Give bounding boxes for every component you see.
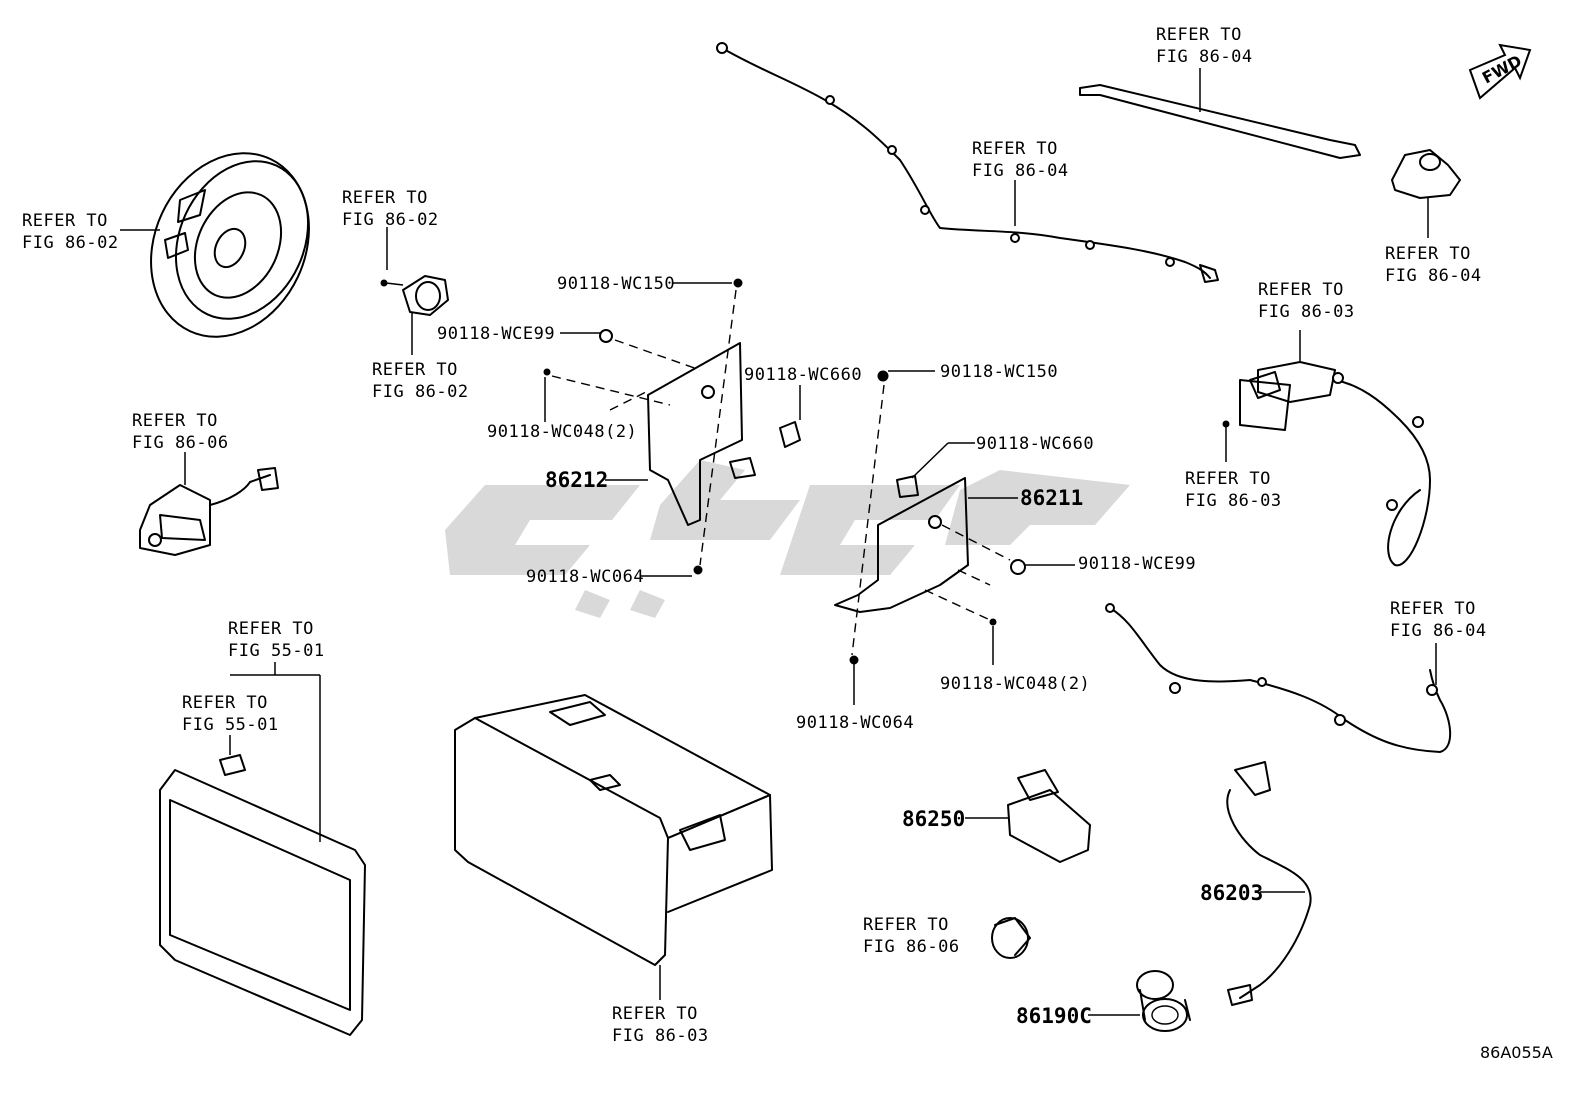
svg-text:REFER TO: REFER TO bbox=[372, 360, 458, 380]
svg-text:REFER TO: REFER TO bbox=[863, 915, 949, 935]
camera-assembly bbox=[139, 452, 279, 556]
usb-port-86190c bbox=[1088, 970, 1191, 1032]
label-refer-86-06-mic: REFER TO FIG 86-06 bbox=[863, 915, 960, 957]
label-refer-86-02-tweeter-bottom: REFER TO FIG 86-02 bbox=[372, 360, 469, 402]
svg-text:FIG 86-02: FIG 86-02 bbox=[372, 382, 469, 402]
label-refer-55-01-outer: REFER TO FIG 55-01 bbox=[228, 619, 325, 661]
svg-text:FIG 86-02: FIG 86-02 bbox=[342, 210, 439, 230]
shark-fin-antenna bbox=[1391, 149, 1461, 238]
usb-cable-86203 bbox=[1226, 761, 1312, 1006]
svg-text:REFER TO: REFER TO bbox=[132, 411, 218, 431]
part-number-86212: 86212 bbox=[545, 468, 608, 492]
label-wc150-left: 90118-WC150 bbox=[557, 274, 675, 294]
svg-text:REFER TO: REFER TO bbox=[972, 139, 1058, 159]
label-wc048-right: 90118-WC048(2) bbox=[940, 674, 1090, 694]
svg-text:FIG 55-01: FIG 55-01 bbox=[228, 641, 325, 661]
microphone bbox=[991, 917, 1031, 959]
svg-text:FIG 86-06: FIG 86-06 bbox=[863, 937, 960, 957]
label-refer-86-04-cable: REFER TO FIG 86-04 bbox=[972, 139, 1069, 181]
bracket-86211 bbox=[834, 370, 1075, 705]
speaker-assembly bbox=[120, 152, 310, 338]
label-refer-86-02-tweeter-top: REFER TO FIG 86-02 bbox=[342, 188, 439, 230]
tweeter bbox=[380, 227, 449, 355]
diagram-code: 86A055A bbox=[1480, 1043, 1553, 1062]
fwd-arrow-icon: FWD bbox=[1468, 43, 1532, 100]
svg-text:REFER TO: REFER TO bbox=[182, 693, 268, 713]
svg-text:FIG 86-03: FIG 86-03 bbox=[612, 1026, 709, 1046]
label-wc048-left: 90118-WC048(2) bbox=[487, 422, 637, 442]
svg-text:REFER TO: REFER TO bbox=[1185, 469, 1271, 489]
svg-text:FIG 86-04: FIG 86-04 bbox=[1390, 621, 1487, 641]
svg-text:REFER TO: REFER TO bbox=[1156, 25, 1242, 45]
svg-text:FIG 86-02: FIG 86-02 bbox=[22, 233, 119, 253]
svg-text:REFER TO: REFER TO bbox=[1390, 599, 1476, 619]
label-refer-86-02-speaker: REFER TO FIG 86-02 bbox=[22, 211, 119, 253]
part-number-86203: 86203 bbox=[1200, 881, 1263, 905]
part-number-86250: 86250 bbox=[902, 807, 965, 831]
label-wc660-left: 90118-WC660 bbox=[744, 365, 862, 385]
bracket-86212 bbox=[543, 278, 801, 577]
label-wc064-left: 90118-WC064 bbox=[526, 567, 644, 587]
label-refer-86-04-fin: REFER TO FIG 86-04 bbox=[1385, 244, 1482, 286]
svg-text:FIG 86-06: FIG 86-06 bbox=[132, 433, 229, 453]
label-refer-86-03-module-top: REFER TO FIG 86-03 bbox=[1258, 280, 1355, 322]
svg-text:REFER TO: REFER TO bbox=[228, 619, 314, 639]
label-refer-86-06-camera: REFER TO FIG 86-06 bbox=[132, 411, 229, 453]
watermark-logo bbox=[445, 460, 1130, 618]
svg-text:FIG 86-03: FIG 86-03 bbox=[1258, 302, 1355, 322]
switch-86250 bbox=[965, 769, 1091, 863]
label-refer-86-04-rod: REFER TO FIG 86-04 bbox=[1156, 25, 1253, 67]
label-refer-86-03-head-unit: REFER TO FIG 86-03 bbox=[612, 1004, 709, 1046]
display-panel bbox=[159, 662, 366, 1036]
head-unit bbox=[454, 694, 773, 1000]
svg-text:FIG 86-04: FIG 86-04 bbox=[972, 161, 1069, 181]
label-refer-55-01-inner: REFER TO FIG 55-01 bbox=[182, 693, 279, 735]
svg-text:REFER TO: REFER TO bbox=[1258, 280, 1344, 300]
label-wc150-right: 90118-WC150 bbox=[940, 362, 1058, 382]
label-refer-86-04-cable-lower: REFER TO FIG 86-04 bbox=[1390, 599, 1487, 641]
antenna-cable-upper bbox=[716, 42, 1219, 283]
navigation-module bbox=[1222, 330, 1431, 567]
label-wce99-left: 90118-WCE99 bbox=[437, 324, 555, 344]
label-wce99-right: 90118-WCE99 bbox=[1078, 554, 1196, 574]
svg-text:REFER TO: REFER TO bbox=[612, 1004, 698, 1024]
svg-text:FIG 86-04: FIG 86-04 bbox=[1156, 47, 1253, 67]
label-wc064-right: 90118-WC064 bbox=[796, 713, 914, 733]
rod-antenna bbox=[1079, 68, 1361, 159]
svg-text:REFER TO: REFER TO bbox=[342, 188, 428, 208]
part-number-86211: 86211 bbox=[1020, 486, 1083, 510]
antenna-cable-lower bbox=[1105, 603, 1452, 753]
svg-text:REFER TO: REFER TO bbox=[1385, 244, 1471, 264]
svg-text:REFER TO: REFER TO bbox=[22, 211, 108, 231]
label-refer-86-03-module-bottom: REFER TO FIG 86-03 bbox=[1185, 469, 1282, 511]
svg-text:FIG 86-04: FIG 86-04 bbox=[1385, 266, 1482, 286]
label-wc660-right: 90118-WC660 bbox=[976, 434, 1094, 454]
svg-text:FIG 55-01: FIG 55-01 bbox=[182, 715, 279, 735]
part-number-86190c: 86190C bbox=[1016, 1004, 1092, 1028]
svg-text:FIG 86-03: FIG 86-03 bbox=[1185, 491, 1282, 511]
